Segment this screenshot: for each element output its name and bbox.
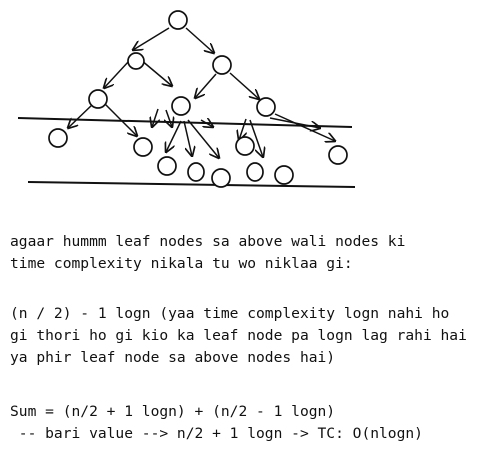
- edge: [185, 27, 214, 53]
- edge: [239, 118, 246, 140]
- edge: [200, 120, 213, 127]
- tree-node: [328, 145, 348, 165]
- tree-node: [168, 10, 188, 30]
- edge: [187, 119, 219, 158]
- tree-node: [171, 96, 191, 116]
- tree-node: [133, 137, 153, 157]
- edge: [68, 103, 94, 128]
- edge: [166, 109, 172, 127]
- note-line: time complexity nikala tu wo niklaa gi:: [10, 255, 353, 272]
- edge: [140, 59, 172, 86]
- tree-node: [127, 52, 145, 70]
- note-line: agaar hummm leaf nodes sa above wali nod…: [10, 233, 406, 250]
- edge: [195, 73, 217, 98]
- tree-node: [256, 97, 276, 117]
- edge: [133, 27, 170, 50]
- tree-node: [274, 165, 294, 185]
- note-line: (n / 2) - 1 logn (yaa time complexity lo…: [10, 305, 450, 322]
- edge: [104, 60, 130, 88]
- edge: [183, 120, 192, 156]
- note-line: Sum = (n/2 + 1 logn) + (n/2 - 1 logn): [10, 403, 336, 420]
- note-line: -- bari value --> n/2 + 1 logn -> TC: O(…: [10, 425, 423, 442]
- tree-node: [48, 128, 68, 148]
- tree-node: [246, 162, 264, 182]
- complexity-note-paragraph: (n / 2) - 1 logn (yaa time complexity lo…: [10, 303, 467, 369]
- leaf-note-paragraph: agaar hummm leaf nodes sa above wali nod…: [10, 231, 405, 275]
- edge: [152, 108, 158, 127]
- edge: [166, 120, 182, 152]
- tree-nodes: [48, 10, 348, 188]
- lower-divider-line: [27, 181, 356, 188]
- tree-node: [187, 162, 205, 182]
- note-line: gi thori ho gi kio ka leaf node pa logn …: [10, 327, 467, 344]
- tree-edges: [68, 27, 335, 158]
- edge: [274, 113, 335, 141]
- tree-node: [157, 156, 177, 176]
- note-line: ya phir leaf node sa above nodes hai): [10, 349, 336, 366]
- sum-note-paragraph: Sum = (n/2 + 1 logn) + (n/2 - 1 logn) --…: [10, 401, 423, 445]
- edge: [249, 119, 263, 157]
- tree-node: [211, 168, 231, 188]
- edge: [104, 103, 137, 136]
- tree-node: [212, 55, 232, 75]
- tree-node: [235, 136, 255, 156]
- tree-node: [88, 89, 108, 109]
- edge: [229, 72, 259, 99]
